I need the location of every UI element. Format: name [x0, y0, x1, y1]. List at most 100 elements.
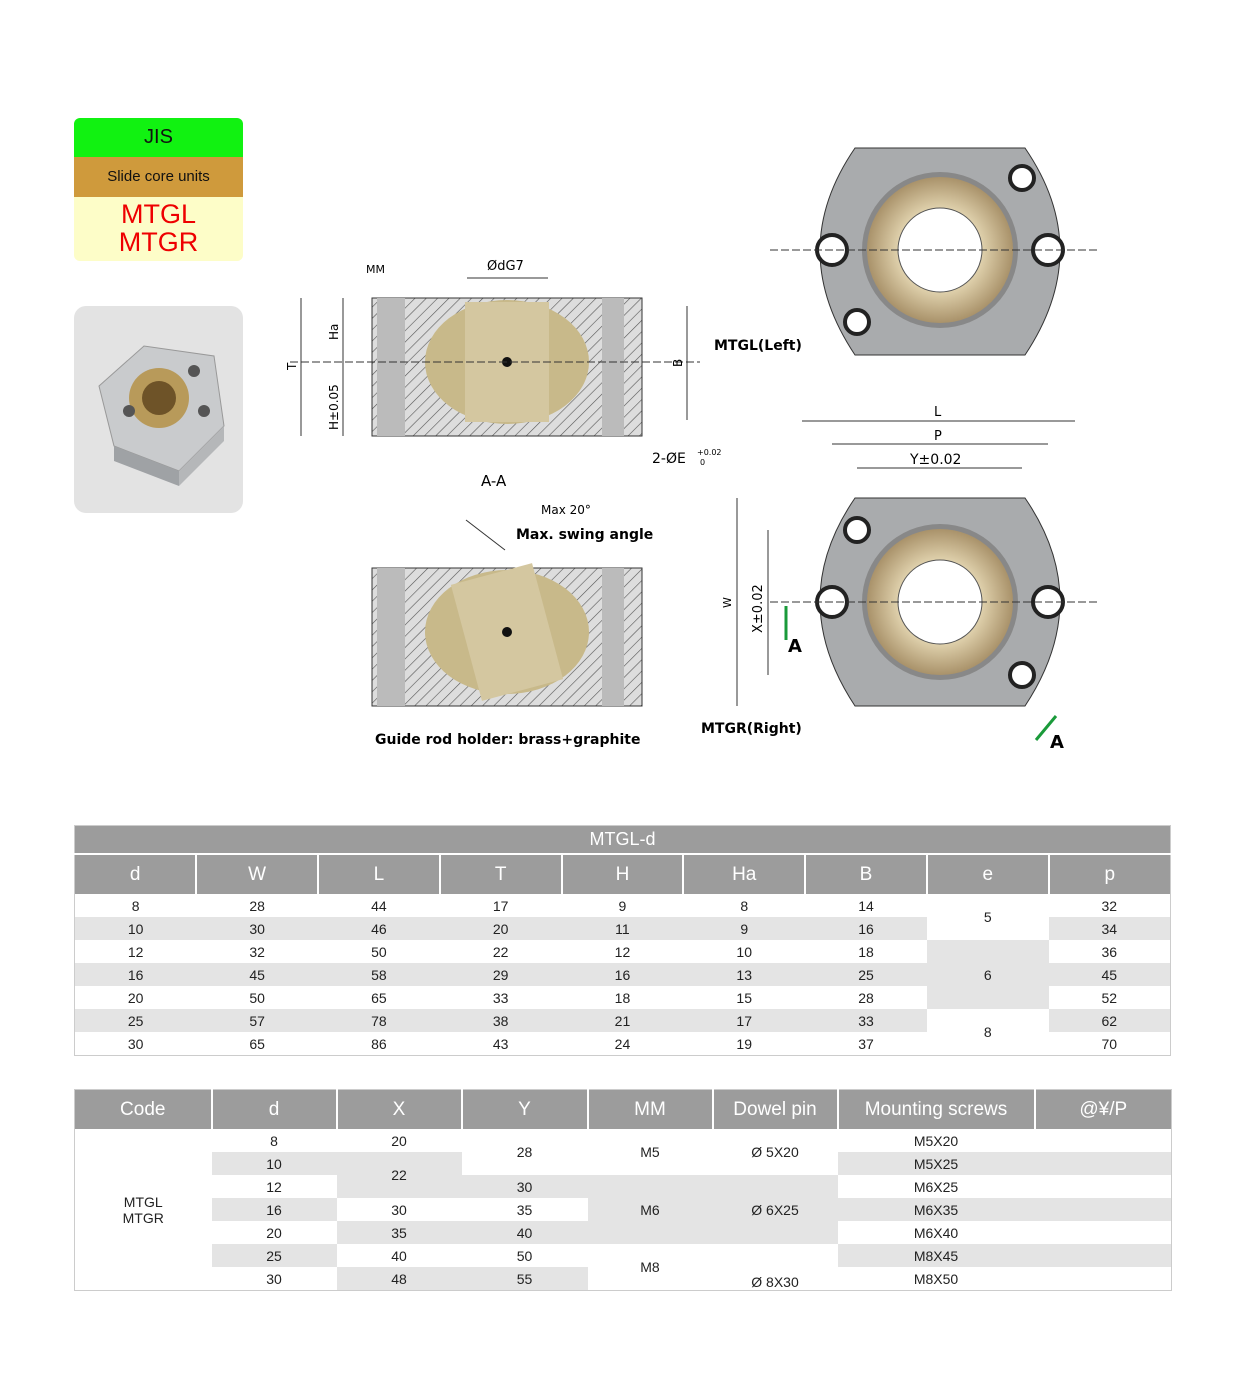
table-cell: 16	[561, 963, 684, 986]
table-cell: 30	[127, 1035, 144, 1052]
product-image	[98, 345, 225, 486]
y-label: Y±0.02	[909, 452, 961, 468]
screw-cell: M6X40	[913, 1224, 959, 1241]
table-cell: 12	[614, 943, 631, 960]
max-angle-label: Max 20°	[541, 503, 591, 517]
table-cell: 17	[492, 897, 509, 914]
table-cell: 18	[858, 943, 874, 960]
table-cell: 33	[492, 989, 509, 1006]
mm-cell: M6	[587, 1175, 713, 1244]
screw-cell: M5X25	[837, 1152, 1035, 1175]
mm-cell: M5	[640, 1144, 660, 1160]
x-cell: 40	[391, 1247, 407, 1264]
table-cell: 28	[249, 897, 265, 914]
section-view: MM ØdG7 T Ha H±0.05 B 2-ØE +0.02 0 A-A	[285, 259, 722, 490]
bore-label: ØdG7	[487, 259, 524, 274]
table-cell: 18	[614, 989, 631, 1006]
mm-cell: M8	[640, 1259, 660, 1275]
holder-label: Guide rod holder: brass+graphite	[375, 732, 640, 748]
col-header: d	[74, 854, 197, 894]
col-header: @¥/P	[1033, 1089, 1172, 1129]
w-label: W	[721, 597, 734, 608]
price-cell	[1034, 1244, 1172, 1267]
x-cell: 30	[391, 1201, 407, 1218]
table-cell: 8	[740, 897, 749, 914]
code-mtgr: MTGR	[122, 1209, 164, 1226]
table-cell: 34	[1048, 917, 1171, 940]
table-cell: 33	[805, 1009, 927, 1032]
table-cell: 25	[805, 963, 927, 986]
table-cell: 37	[858, 1035, 874, 1052]
table-cell: 58	[318, 963, 440, 986]
price-cell	[1035, 1129, 1172, 1152]
col-header: H	[560, 854, 684, 894]
table-row: 30 48 55 M8X50	[75, 1267, 1172, 1291]
p-label: P	[934, 429, 942, 444]
table-cell: 15	[736, 989, 752, 1006]
category-label: Slide core units	[74, 157, 243, 197]
section-arrow-a2: A	[1050, 732, 1064, 753]
standard-label: JIS	[74, 118, 243, 157]
col-header: Ha	[682, 854, 806, 894]
screw-cell: M5X20	[913, 1132, 959, 1149]
price-cell	[1035, 1221, 1172, 1244]
col-header: d	[210, 1089, 337, 1129]
table-row: 12 30 M6 Ø 6X25 M6X25	[75, 1175, 1172, 1244]
table-cell: 45	[196, 963, 319, 986]
table-cell: 22	[492, 943, 509, 960]
screw-cell: M8X45	[837, 1244, 1035, 1267]
table-cell: 32	[1101, 897, 1118, 914]
dowel-cell: Ø 6X25	[712, 1175, 838, 1244]
d-cell: 10	[211, 1152, 337, 1175]
table-row: 10 22 M5X25	[75, 1152, 1172, 1198]
table-cell: 57	[196, 1009, 319, 1032]
table-cell: 43	[492, 1035, 509, 1052]
b-label: B	[671, 359, 685, 367]
table-cell: 30	[196, 917, 319, 940]
table-cell: 14	[858, 897, 874, 914]
table-cell: 50	[249, 989, 265, 1006]
dowel-cell: Ø 8X30	[751, 1274, 799, 1290]
table-cell: 38	[439, 1009, 562, 1032]
code-mtgl: MTGL	[120, 199, 196, 229]
x-cell: 22	[336, 1152, 462, 1198]
mtgl-left-label: MTGL(Left)	[714, 338, 802, 354]
d-cell: 12	[266, 1178, 282, 1195]
swing-view: Max 20° Max. swing angle Guide rod holde…	[371, 503, 653, 748]
table-cell: 16	[74, 963, 197, 986]
table-cell: 20	[127, 989, 144, 1006]
table-cell: 10	[74, 917, 197, 940]
table-cell: 20	[439, 917, 562, 940]
table-cell: 32	[249, 943, 265, 960]
table-cell: 50	[371, 943, 387, 960]
table-cell: 9	[683, 917, 806, 940]
swing-angle-label: Max. swing angle	[516, 527, 653, 543]
x-label: X±0.02	[751, 584, 766, 633]
x-cell: 48	[336, 1267, 462, 1291]
col-header: Dowel pin	[711, 1089, 838, 1129]
table-row: 25 40 50 M8 Ø 8X30 M8X45	[75, 1244, 1172, 1290]
col-header: X	[335, 1089, 462, 1129]
table-cell: 24	[614, 1035, 631, 1052]
table-cell: 13	[683, 963, 806, 986]
left-plan-view: MTGL(Left)	[714, 147, 1100, 356]
table-cell: 10	[736, 943, 752, 960]
code-mtgl: MTGL	[123, 1193, 163, 1210]
l-label: L	[934, 405, 942, 420]
screw-cell: M8X50	[913, 1270, 959, 1287]
table-row: 16 30 35 M6X35	[75, 1198, 1172, 1221]
table-title: MTGL-d	[74, 825, 1171, 855]
section-label: A-A	[481, 472, 507, 490]
price-cell	[1034, 1198, 1172, 1221]
technical-drawing: MM ØdG7 T Ha H±0.05 B 2-ØE +0.02 0 A-A M…	[285, 147, 1100, 753]
e-cell: 5	[983, 909, 992, 925]
mtgr-right-label: MTGR(Right)	[701, 721, 802, 737]
table-cell: 45	[1048, 963, 1171, 986]
y-cell: 30	[461, 1175, 588, 1198]
